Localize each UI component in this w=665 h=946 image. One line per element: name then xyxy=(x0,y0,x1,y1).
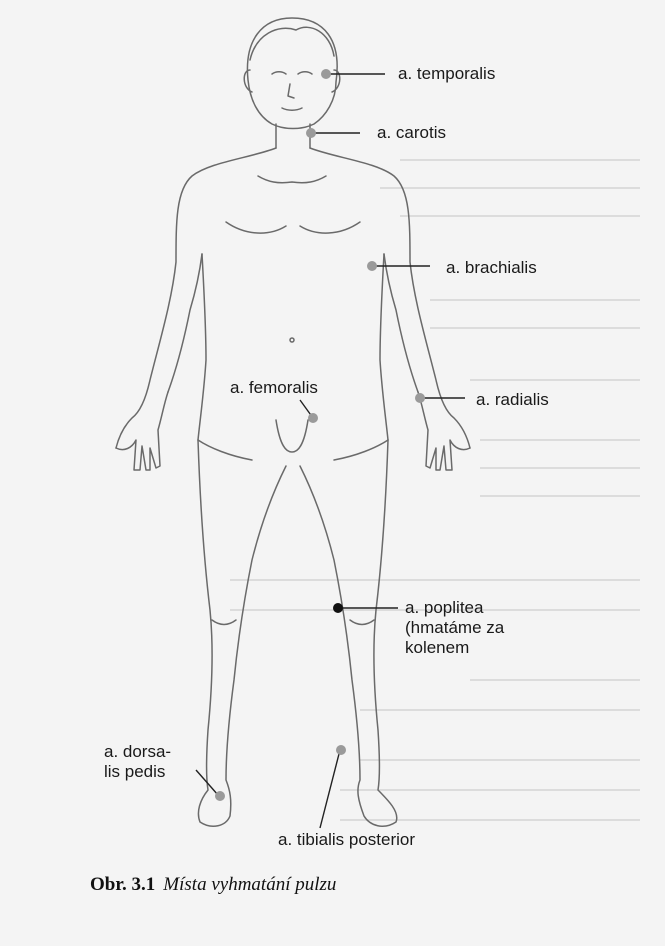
pulse-point-dorsalis-pedis xyxy=(215,791,225,801)
label-brachialis: a. brachialis xyxy=(446,258,537,278)
label-poplitea: a. poplitea (hmatáme za kolenem xyxy=(405,598,504,658)
figure-caption: Obr. 3.1 Místa vyhmatání pulzu xyxy=(90,874,336,896)
pulse-point-poplitea xyxy=(333,603,343,613)
pulse-point-radialis xyxy=(415,393,425,403)
caption-text: Místa vyhmatání pulzu xyxy=(163,874,336,895)
label-tibialis-posterior: a. tibialis posterior xyxy=(278,830,415,850)
label-carotis: a. carotis xyxy=(377,123,446,143)
caption-number: Obr. 3.1 xyxy=(90,874,155,895)
label-femoralis: a. femoralis xyxy=(230,378,318,398)
label-radialis: a. radialis xyxy=(476,390,549,410)
label-temporalis: a. temporalis xyxy=(398,64,495,84)
pulse-point-tibialis-posterior xyxy=(336,745,346,755)
background-bleed-through xyxy=(230,160,640,820)
pulse-point-femoralis xyxy=(308,413,318,423)
pulse-point-carotis xyxy=(306,128,316,138)
label-dorsalis-pedis: a. dorsa- lis pedis xyxy=(104,742,171,782)
pulse-point-brachialis xyxy=(367,261,377,271)
pulse-point-temporalis xyxy=(321,69,331,79)
